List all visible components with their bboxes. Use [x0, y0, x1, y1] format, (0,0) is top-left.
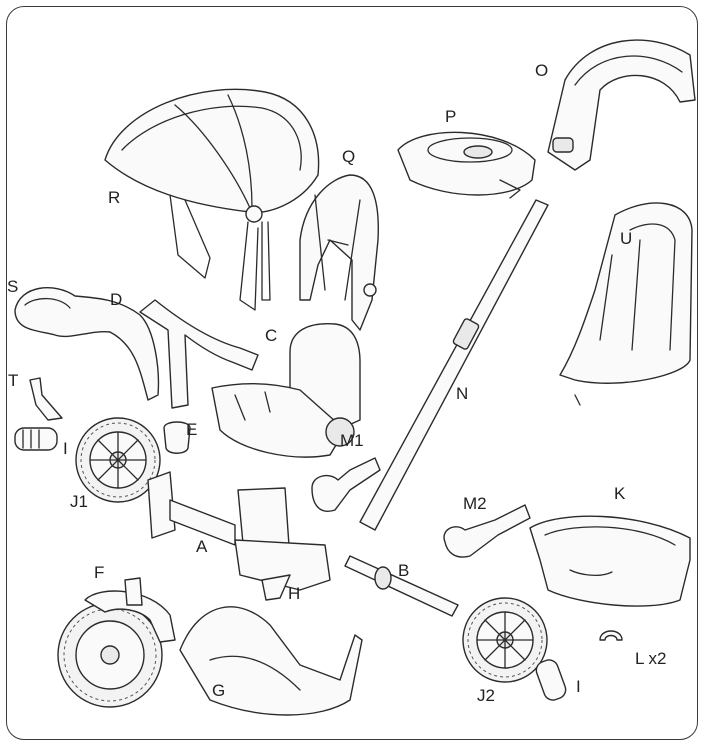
part-j2-wheel	[462, 597, 548, 683]
part-o-push-handle	[547, 39, 696, 171]
part-d-handlebar	[139, 299, 259, 409]
part-i-grip-left	[14, 427, 58, 451]
label-t: T	[8, 371, 19, 390]
part-u-seat-pad	[559, 202, 693, 406]
label-h: H	[288, 584, 301, 603]
label-r: R	[108, 188, 121, 207]
label-i-left: I	[63, 439, 68, 458]
label-a: A	[196, 537, 208, 556]
label-p: P	[445, 107, 457, 126]
part-e-cap	[163, 421, 191, 454]
label-g: G	[212, 681, 226, 700]
part-j1-wheel	[75, 417, 161, 503]
part-h-clip	[261, 574, 291, 601]
part-l-clip	[599, 630, 623, 641]
part-r-canopy	[104, 88, 320, 311]
part-k-basket	[529, 515, 691, 607]
part-p-tray	[397, 131, 536, 199]
label-q: Q	[342, 147, 356, 166]
label-u: U	[620, 229, 633, 248]
part-f-front-wheel	[57, 577, 176, 708]
part-b-axle	[344, 555, 459, 617]
label-m1: M1	[340, 431, 364, 450]
label-j1: J1	[70, 492, 88, 511]
label-k: K	[614, 484, 626, 503]
part-c-seat	[211, 323, 361, 458]
part-m2-pedal	[443, 504, 531, 558]
label-i-right: I	[576, 677, 581, 696]
part-a-frame	[147, 471, 331, 591]
label-d: D	[110, 290, 123, 309]
part-s-bumper	[14, 286, 160, 401]
label-j2: J2	[477, 686, 495, 705]
part-n-push-rod	[359, 199, 549, 531]
part-q-harness	[299, 174, 379, 331]
label-o: O	[535, 61, 549, 80]
part-t-bracket	[29, 377, 63, 421]
part-i-grip-right	[535, 659, 567, 701]
part-m1-pedal	[311, 457, 381, 512]
part-g-footrest	[179, 606, 363, 716]
label-n: N	[456, 384, 469, 403]
label-m2: M2	[463, 494, 487, 513]
label-c: C	[265, 326, 278, 345]
label-s: S	[7, 277, 19, 296]
label-f: F	[94, 563, 105, 582]
label-l: L x2	[635, 649, 667, 668]
label-b: B	[398, 561, 410, 580]
label-e: E	[186, 420, 198, 439]
